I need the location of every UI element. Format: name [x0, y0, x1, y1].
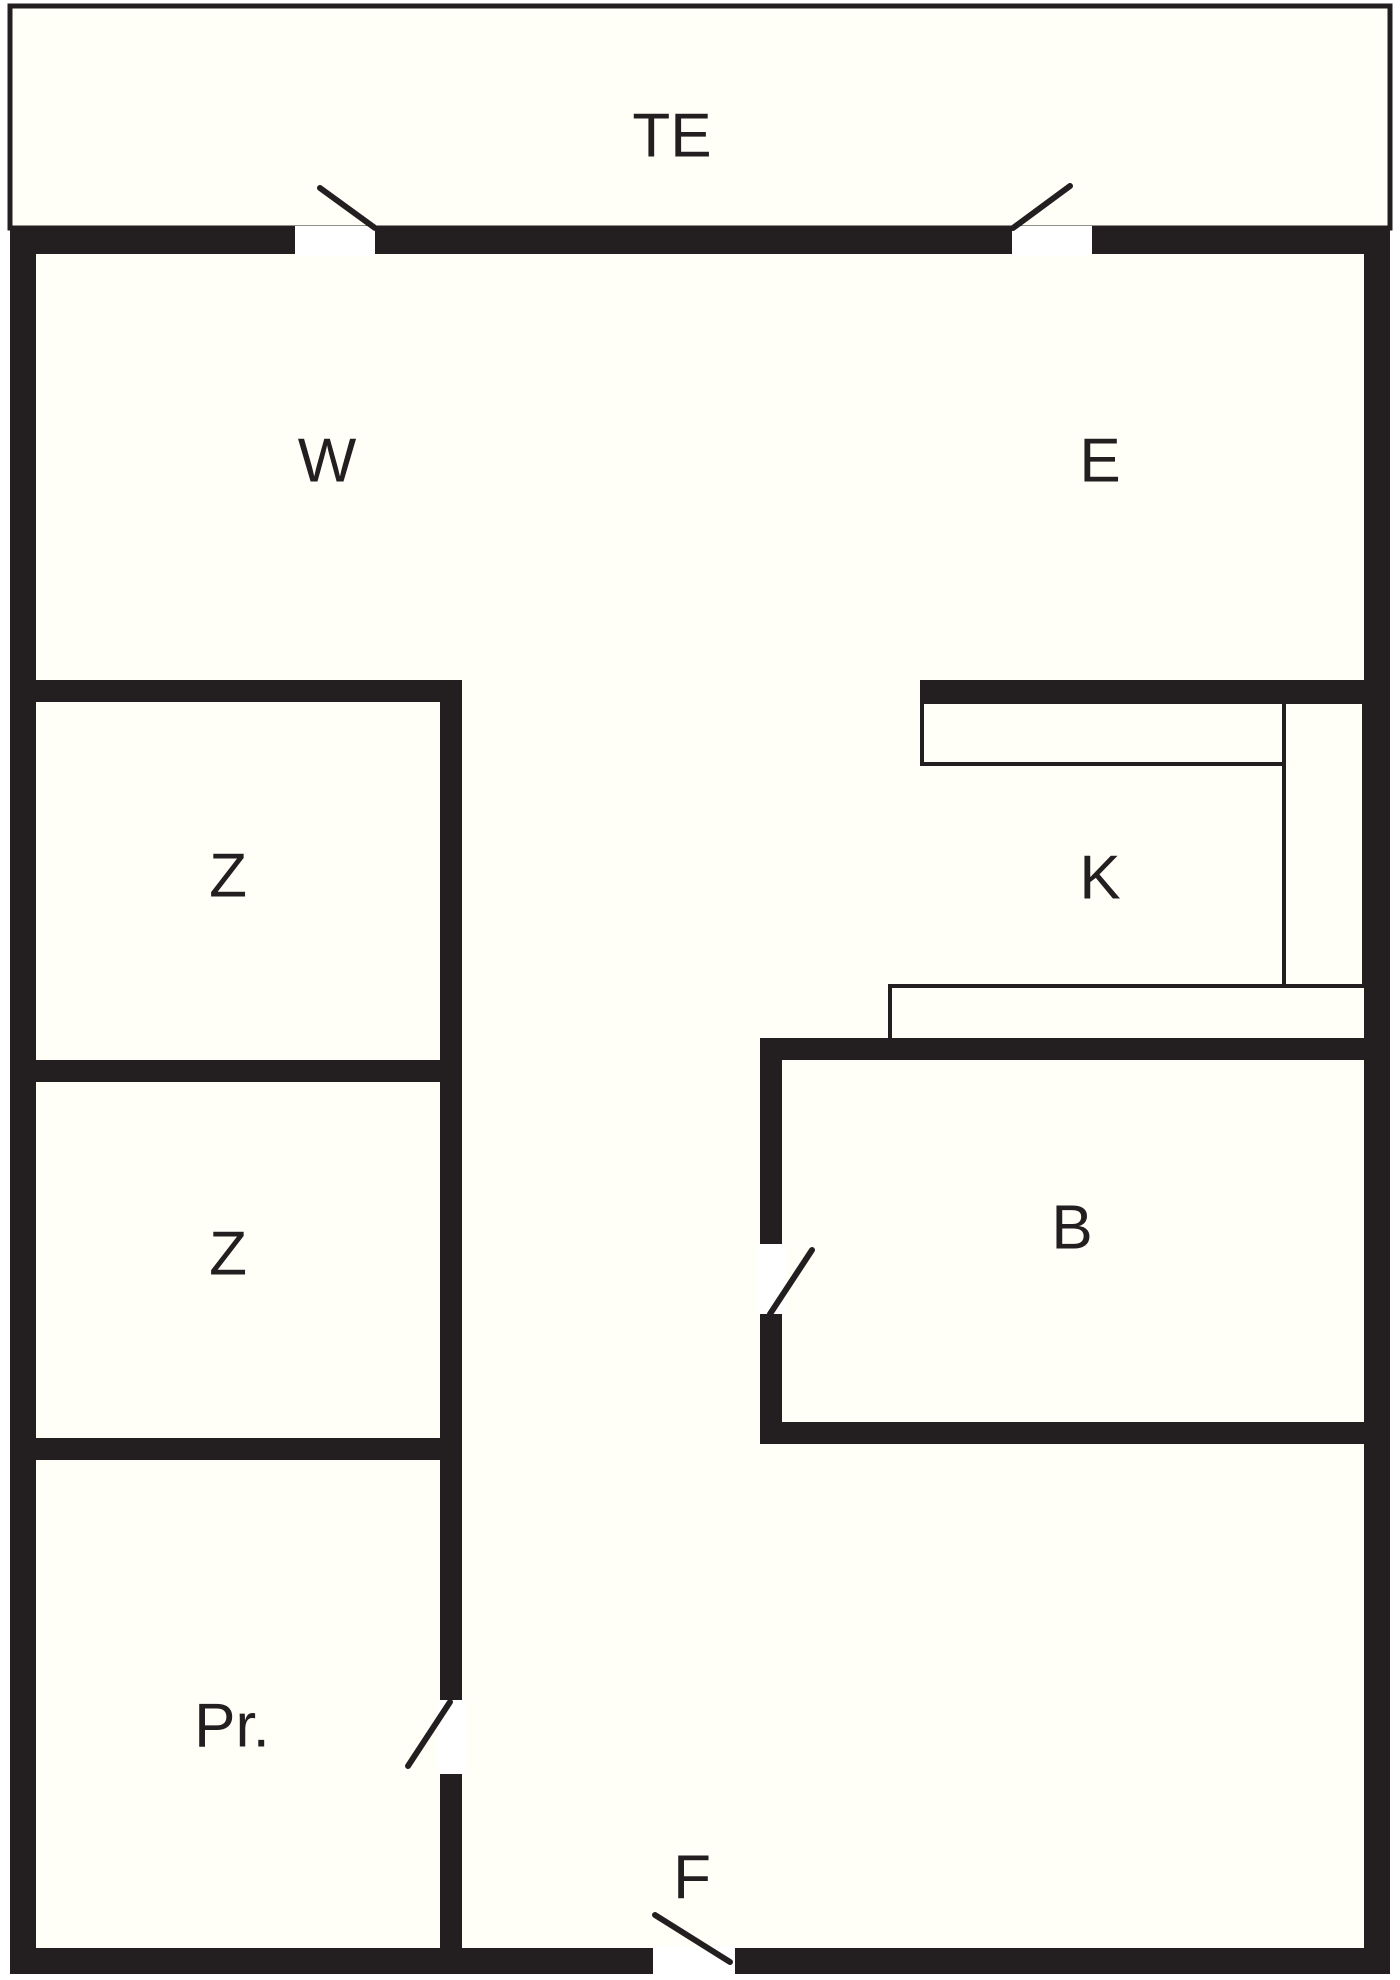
- door-entrance-swing: [652, 1912, 733, 1965]
- door-terrace-right-swing: [1010, 183, 1073, 231]
- wall-bathroom-left-lower: [760, 1312, 782, 1444]
- wall-kitchen-top: [920, 680, 1390, 702]
- kitchen-fixtures: [888, 700, 1368, 1042]
- room-terrace: [7, 3, 1393, 231]
- door-entrance[interactable]: [652, 1912, 735, 1978]
- wall-z2-pr-divider: [10, 1438, 450, 1460]
- room-label-kitchen: K: [1079, 843, 1120, 912]
- door-terrace-right-opening: [1012, 226, 1092, 256]
- apartment-floor-fill: [10, 228, 1390, 1974]
- wall-right-exterior: [1364, 228, 1390, 1974]
- wall-bathroom-bottom: [760, 1422, 1390, 1444]
- room-label-dining-room: E: [1079, 426, 1120, 495]
- wall-z1-top: [10, 680, 450, 702]
- wall-group: [10, 228, 1390, 1974]
- room-label-living-room: W: [298, 426, 357, 495]
- door-terrace-right[interactable]: [1010, 183, 1092, 256]
- room-label-utility: Pr.: [194, 1691, 270, 1760]
- room-label-bedroom-lower: Z: [209, 1219, 247, 1288]
- kitchen-counter-lower: [888, 984, 1368, 1042]
- wall-z1-z2-divider: [10, 1060, 450, 1082]
- wall-top-exterior: [10, 228, 1390, 254]
- door-terrace-left-swing: [317, 185, 378, 231]
- wall-bathroom-left-upper: [760, 1038, 782, 1246]
- door-utility-swing: [405, 1699, 453, 1769]
- wall-bathroom-top: [760, 1038, 1390, 1060]
- room-label-entrance: F: [673, 1843, 711, 1912]
- wall-left-wing-right: [440, 680, 462, 1700]
- door-entrance-opening: [653, 1946, 735, 1978]
- wall-left-wing-right-lower: [440, 1772, 462, 1974]
- door-bathroom-swing: [767, 1247, 815, 1317]
- room-label-bedroom-upper: Z: [209, 841, 247, 910]
- wall-left-exterior: [10, 228, 36, 1974]
- room-label-bathroom: B: [1051, 1193, 1092, 1262]
- door-terrace-left-opening: [295, 226, 375, 256]
- door-terrace-left[interactable]: [295, 185, 378, 256]
- kitchen-counter-upper: [920, 700, 1286, 766]
- room-label-terrace: TE: [632, 101, 711, 170]
- terrace-outline: [7, 3, 1393, 231]
- kitchen-counter-right: [1282, 700, 1366, 992]
- door-utility[interactable]: [405, 1699, 466, 1774]
- door-bathroom[interactable]: [758, 1244, 815, 1317]
- door-bathroom-opening: [758, 1244, 786, 1314]
